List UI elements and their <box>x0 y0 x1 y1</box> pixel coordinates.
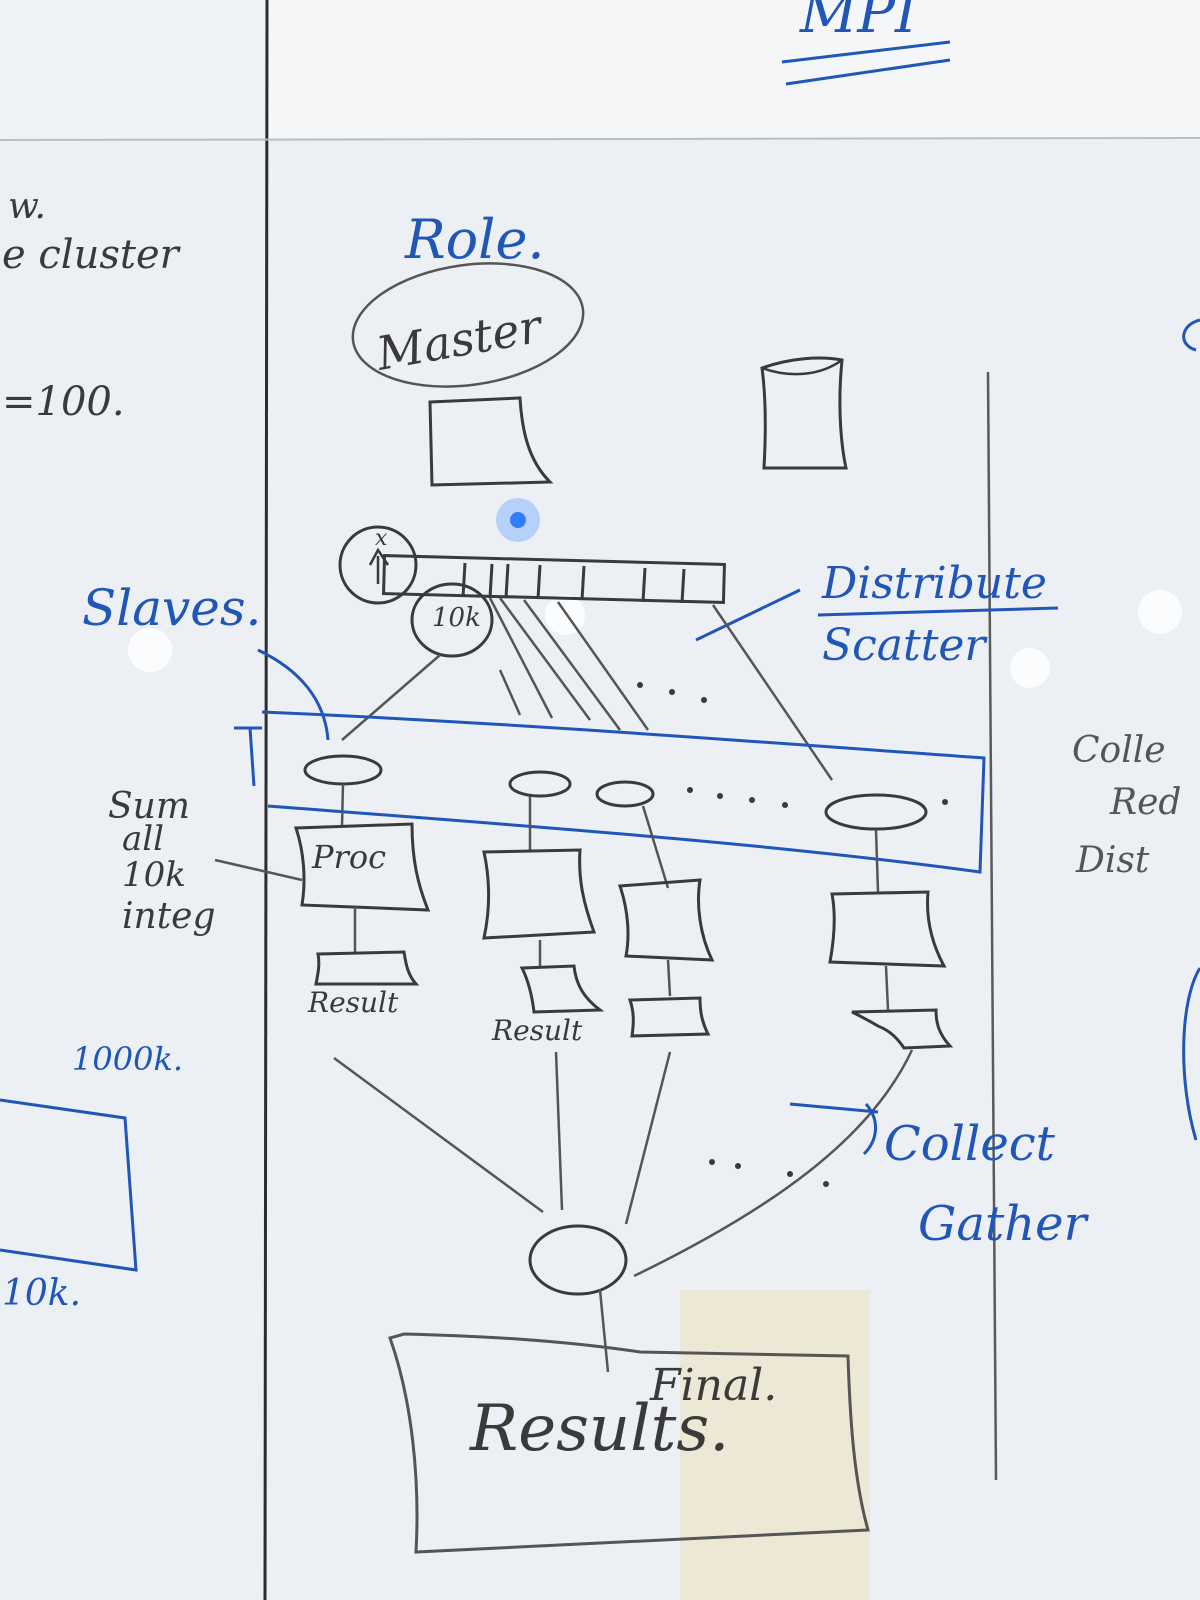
side-note-pointer <box>214 858 303 882</box>
slaves-label: Slaves. <box>82 579 261 637</box>
array-index-circle <box>338 525 418 605</box>
chunk-circle <box>410 582 494 658</box>
gather-node <box>528 1224 628 1296</box>
side-note-line2: all <box>122 819 164 859</box>
master-box <box>428 396 554 487</box>
gather-lines <box>333 1049 914 1278</box>
result-box <box>314 950 420 986</box>
storage-top <box>761 358 843 376</box>
results-word: Results. <box>469 1392 730 1466</box>
side-note-line1: Sum <box>108 786 190 827</box>
left-note-line3: =100. <box>2 379 125 425</box>
result-link <box>666 959 672 997</box>
scatter-lines <box>341 597 834 781</box>
collect-label: Collect <box>884 1116 1056 1172</box>
proc-box <box>617 878 715 962</box>
result-box <box>519 964 605 1014</box>
side-note-line4: integ <box>122 896 216 937</box>
proc-link <box>340 783 345 827</box>
board-seam-horizontal <box>0 137 1200 141</box>
glare-spot <box>1138 590 1182 634</box>
result-label-2: Result <box>491 1014 583 1047</box>
proc-box <box>482 848 597 940</box>
slaves-band-bracket <box>234 726 262 787</box>
right-note-line2: Red <box>1109 782 1181 823</box>
label-10k: 10k. <box>2 1273 81 1314</box>
data-array <box>382 554 726 604</box>
divider-right <box>986 371 998 1481</box>
slaves-pointer <box>257 648 330 741</box>
chunk-label: 10k <box>432 603 481 633</box>
slaves-band <box>261 710 986 874</box>
slave-node <box>595 780 655 808</box>
proc-label: Proc <box>311 838 386 876</box>
role-title: Role. <box>404 208 545 271</box>
blue-box-left <box>0 1098 138 1272</box>
master-ellipse <box>351 262 585 388</box>
mpi-underline-1 <box>781 40 951 64</box>
board-panel-top <box>265 0 1200 140</box>
proc-box <box>293 822 431 912</box>
result-box <box>851 1008 954 1050</box>
scatter-dots <box>637 682 707 703</box>
board-seam-vertical <box>263 0 269 1600</box>
result-label-1: Result <box>307 986 399 1019</box>
gather-dots <box>709 1159 829 1187</box>
gather-label: Gather <box>918 1196 1090 1252</box>
right-blue-arc <box>1182 967 1200 1141</box>
distribute-label: Distribute <box>821 558 1047 609</box>
array-cells <box>461 562 686 604</box>
proc-link <box>874 829 880 893</box>
left-note-line1: w. <box>8 186 46 227</box>
result-link <box>884 965 890 1011</box>
result-box <box>627 996 711 1038</box>
distribute-pointer <box>695 588 801 642</box>
final-link <box>598 1289 610 1373</box>
glare-spot <box>1010 648 1050 688</box>
final-results-box <box>388 1332 870 1554</box>
glare-spot <box>128 628 172 672</box>
proc-link <box>641 805 670 889</box>
blue-led <box>510 512 526 528</box>
storage-box <box>760 356 848 470</box>
mpi-heading: MPI <box>799 0 919 46</box>
slave-node <box>508 770 572 798</box>
collect-pointer <box>789 1102 879 1156</box>
proc-box <box>828 890 947 968</box>
slave-dots <box>687 787 948 808</box>
scatter-label: Scatter <box>822 620 988 671</box>
slave-node <box>824 793 928 831</box>
array-index-x: x <box>375 526 388 551</box>
board-panel-left-top <box>0 0 265 140</box>
warm-light-spot <box>680 1290 870 1600</box>
mpi-underline-2 <box>785 58 951 86</box>
side-note-line3: 10k <box>122 855 186 895</box>
label-1000k: 1000k. <box>72 1040 183 1078</box>
final-word: Final. <box>649 1360 777 1411</box>
glare-spot <box>545 595 585 635</box>
right-note-line1: Colle <box>1072 730 1166 771</box>
distribute-underline <box>817 606 1059 617</box>
right-blue-mark <box>1182 318 1200 352</box>
left-note-line2: e cluster <box>2 232 182 278</box>
right-note-line3: Dist <box>1075 840 1150 881</box>
